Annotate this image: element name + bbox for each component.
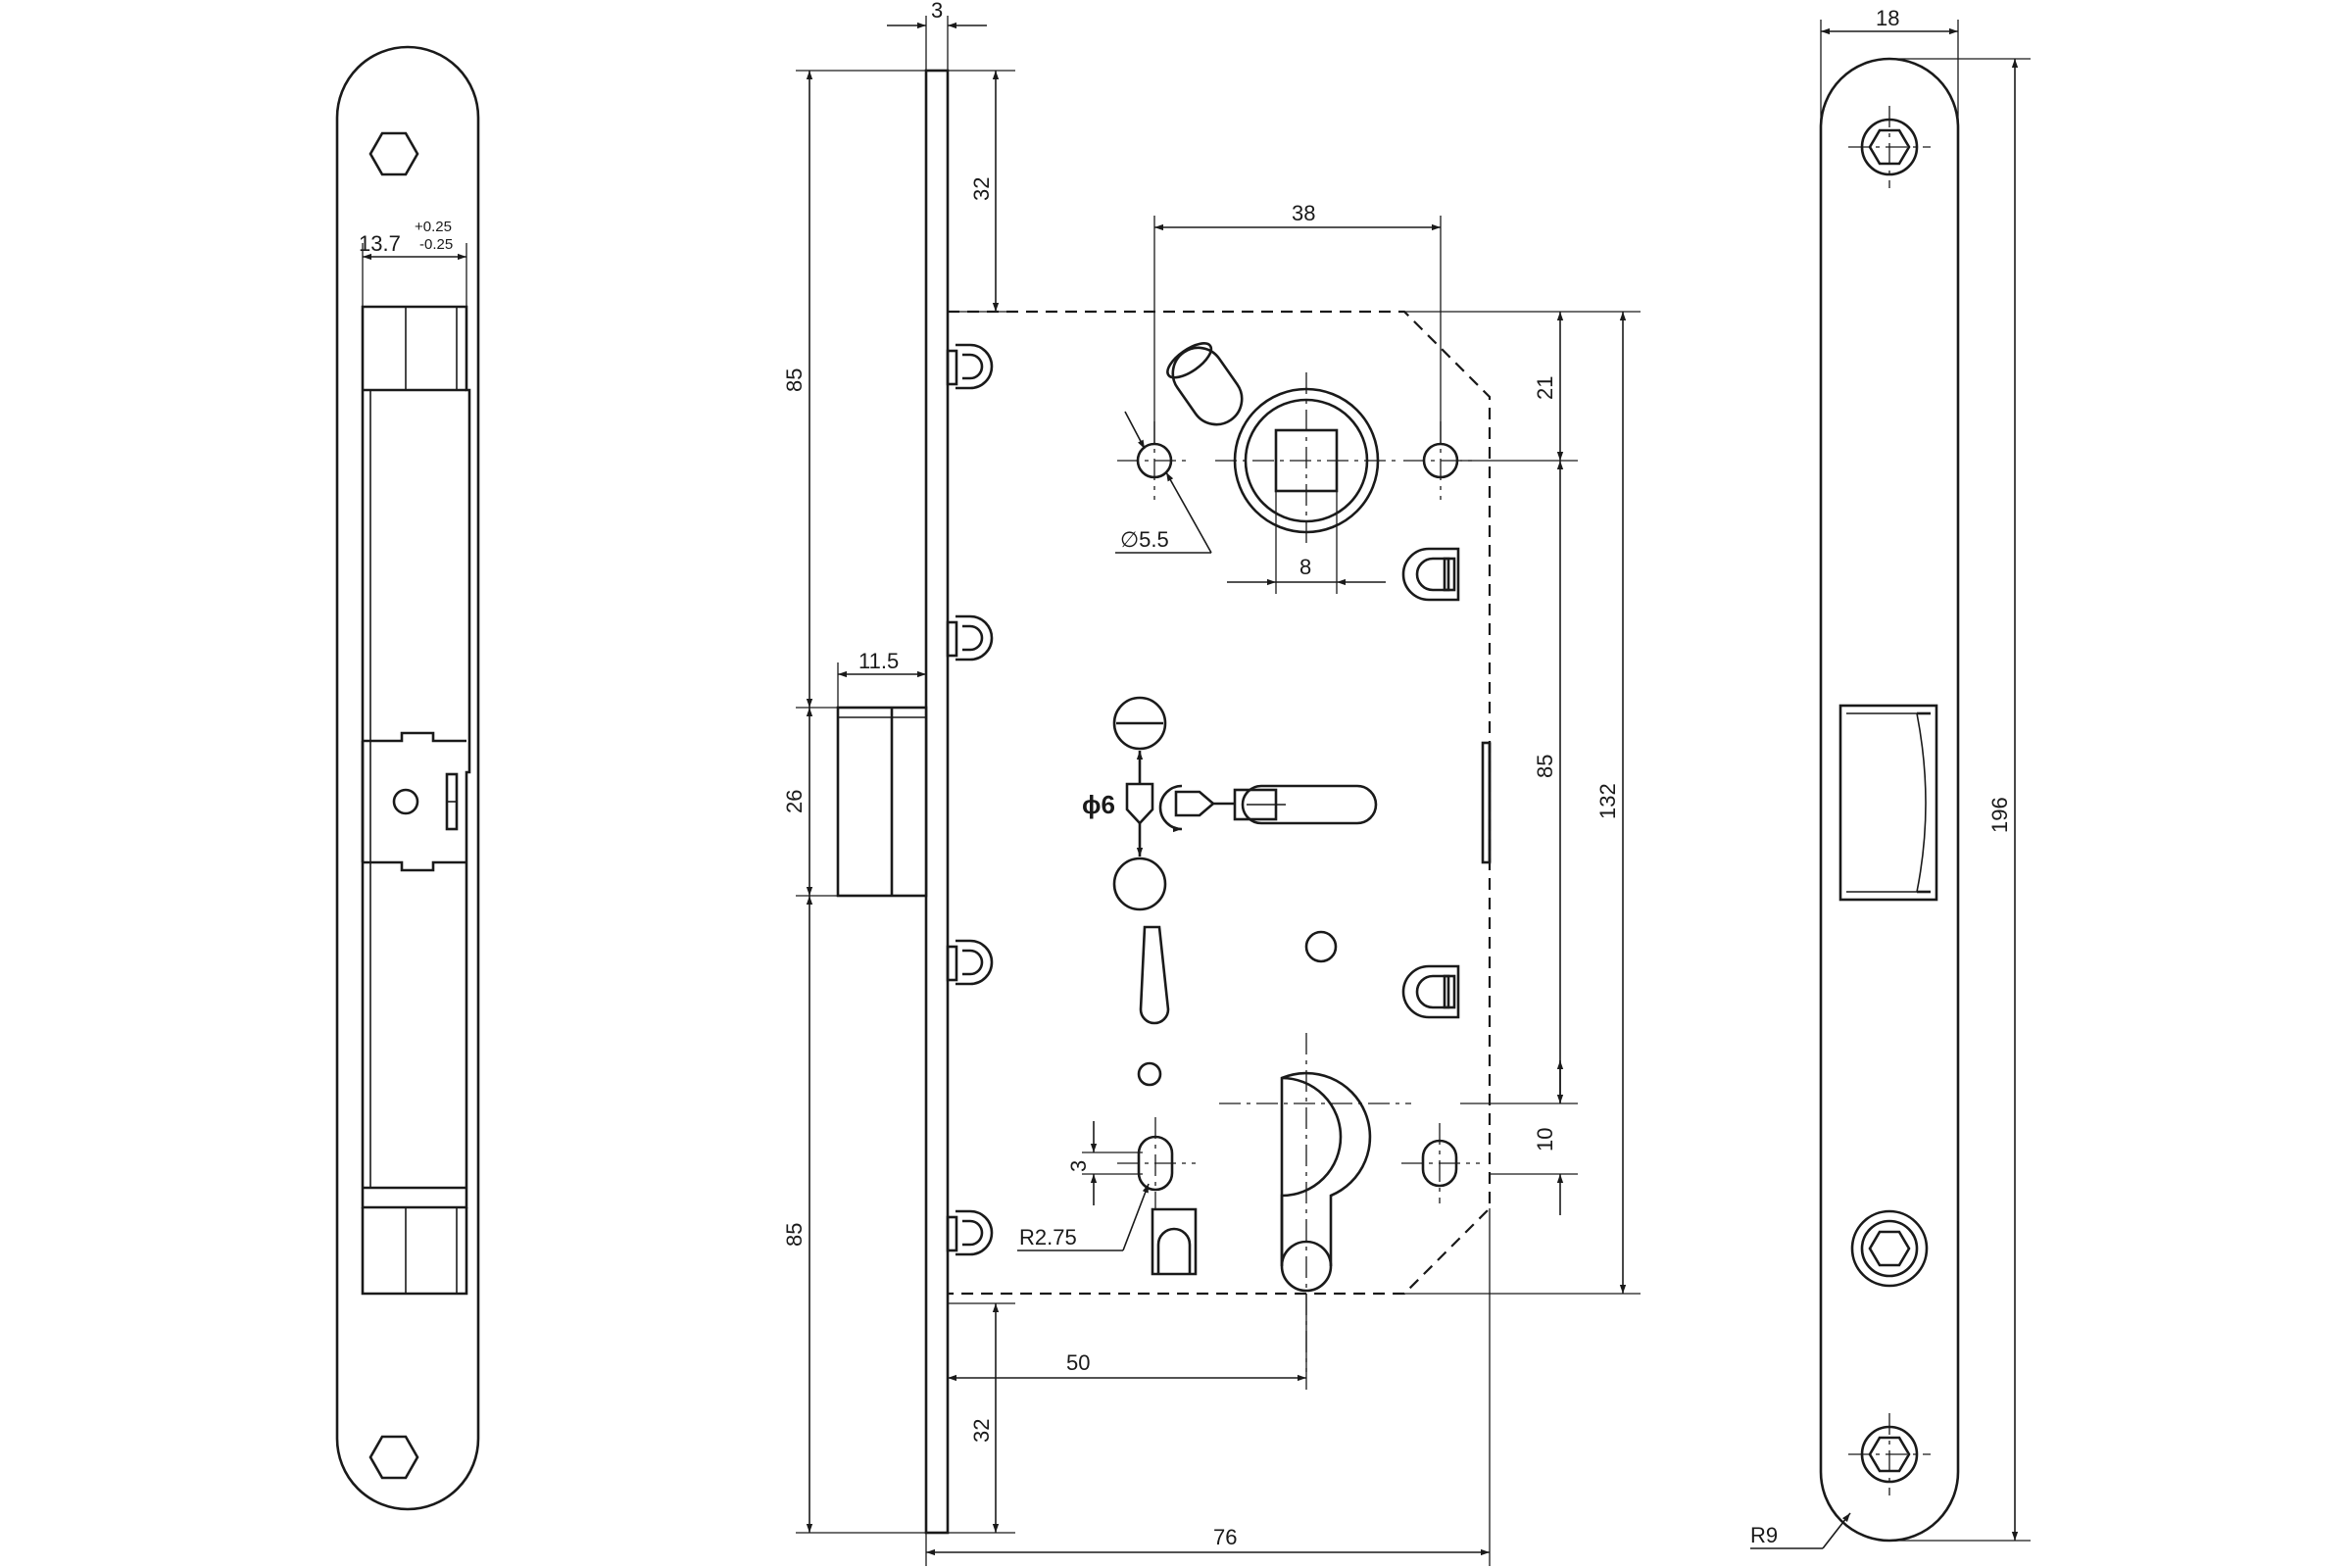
tolerance-minus-label: -0.25 — [419, 236, 453, 253]
side-case-body — [361, 305, 471, 1296]
wire-clip-lower — [1401, 964, 1460, 1019]
dim-left-chain: 85 26 85 — [782, 70, 926, 1534]
hex-screw-icon — [368, 1435, 419, 1480]
latch-lever — [1139, 925, 1170, 1025]
dim-label: 85 — [782, 1223, 807, 1247]
dim-label: 32 — [969, 177, 994, 201]
side-faceplate-outline — [335, 45, 480, 1511]
small-hole — [1137, 1061, 1162, 1087]
front-view: ϕ6 — [782, 0, 1641, 1566]
dim-label: 21 — [1533, 376, 1557, 400]
dim-forend-width: 18 — [1820, 6, 1959, 127]
hex-socket-icon — [1848, 1413, 1931, 1495]
handing-diameter-label: ϕ6 — [1082, 790, 1115, 819]
dim-case-depth: 76 — [925, 1208, 1491, 1566]
dim-square-spindle: 8 — [1227, 491, 1386, 594]
tolerance-plus-label: +0.25 — [415, 219, 452, 235]
dim-label: 32 — [969, 1419, 994, 1443]
tilted-pin — [1166, 342, 1244, 426]
slotted-hole-left — [1117, 1117, 1196, 1209]
dim-latch-projection: 11.5 — [837, 649, 926, 708]
dim-label: 76 — [1213, 1525, 1237, 1549]
forend-latch-opening — [1838, 704, 1938, 902]
dim-forend-length: 196 — [1889, 58, 2031, 1542]
dim-label: 3 — [1066, 1160, 1091, 1172]
dim-label: R2.75 — [1019, 1225, 1077, 1250]
latch-bolt — [836, 706, 928, 898]
hex-screw-icon — [368, 131, 419, 176]
dim-label: 196 — [1987, 797, 2012, 833]
spindle-hub — [1215, 372, 1401, 549]
dim-label: 13.7 — [359, 231, 401, 256]
forend-view: 18 196 R9 — [1750, 6, 2031, 1549]
forend-plate-edge — [924, 69, 950, 1535]
dim-bottom-margin: 32 — [948, 1302, 1015, 1534]
dim-label: 50 — [1066, 1350, 1090, 1375]
cylinder-screw — [1850, 1209, 1929, 1288]
slotted-hole-right — [1401, 1123, 1480, 1203]
dim-label: ∅5.5 — [1120, 527, 1169, 552]
rotate-arrow-icon — [1158, 784, 1183, 833]
dim-plate-thickness: 3 — [887, 0, 987, 71]
dim-backset: 50 — [948, 1294, 1307, 1390]
dim-label: 8 — [1299, 555, 1311, 579]
small-hole — [1304, 930, 1338, 963]
dim-slot-radius: R2.75 — [1017, 1183, 1150, 1251]
dim-right-chain: 21 85 10 132 — [1404, 311, 1641, 1295]
dim-label: 85 — [782, 368, 807, 392]
dim-label: 38 — [1292, 201, 1315, 225]
dim-slot-width: 3 — [1066, 1121, 1143, 1205]
hex-socket-icon — [1848, 106, 1931, 188]
forend-plate-outline — [1819, 57, 1960, 1543]
cylinder-cutout — [1219, 1033, 1411, 1372]
fixing-lugs — [946, 343, 994, 1256]
dim-label: 132 — [1595, 783, 1620, 819]
dim-label: 3 — [931, 0, 943, 23]
reversible-latch-icon: ϕ6 — [1082, 696, 1378, 911]
dim-label: 11.5 — [858, 649, 899, 673]
wire-clip-upper — [1401, 547, 1460, 602]
dim-label: 10 — [1533, 1128, 1557, 1152]
dim-label: R9 — [1750, 1523, 1778, 1547]
dim-screw-distance: 38 — [1153, 201, 1442, 443]
dim-label: 26 — [782, 790, 807, 813]
dim-top-margin: 32 — [948, 70, 1015, 313]
dim-screw-hole: ∅5.5 — [1115, 411, 1212, 554]
dim-forend-radius: R9 — [1750, 1512, 1851, 1549]
handle-screw-holes — [1117, 421, 1478, 500]
dim-label: 85 — [1533, 755, 1557, 778]
wire-clip-bottom — [1151, 1207, 1198, 1276]
dim-label: 18 — [1876, 6, 1899, 30]
dim-forend-body-width: 13.7 +0.25 -0.25 — [359, 219, 467, 307]
side-view: 13.7 +0.25 -0.25 — [335, 45, 480, 1511]
